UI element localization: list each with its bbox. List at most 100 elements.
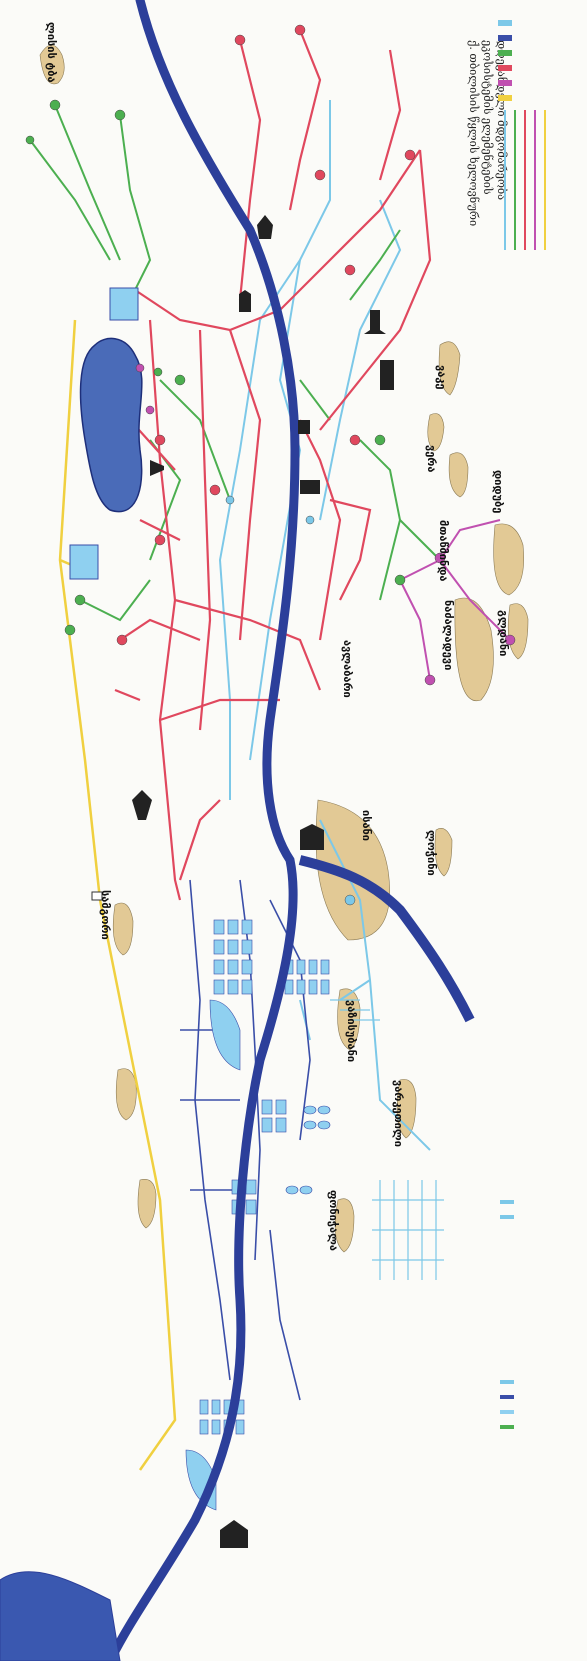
basin xyxy=(321,960,329,974)
node-red xyxy=(315,170,325,180)
reservoir xyxy=(70,545,98,579)
legend-top xyxy=(498,20,545,250)
basin xyxy=(300,1186,312,1194)
place-label-vake: ვაკე xyxy=(435,365,448,390)
legend-swatch xyxy=(500,1425,514,1429)
node-green xyxy=(115,110,125,120)
basin xyxy=(297,960,305,974)
node-red xyxy=(405,150,415,160)
node-red xyxy=(350,435,360,445)
legend-swatch xyxy=(500,1215,514,1219)
node-magenta xyxy=(146,406,154,414)
node-lightblue xyxy=(306,516,314,524)
district-blob xyxy=(455,598,494,701)
landmark-icon xyxy=(132,790,152,820)
landmark-icon xyxy=(257,215,273,239)
node-magenta xyxy=(136,364,144,372)
basin xyxy=(228,980,238,994)
district-blob xyxy=(113,903,133,955)
title-line: ეკოსისტემის ელემენტების xyxy=(481,40,494,195)
legend-swatch xyxy=(498,65,512,71)
basin xyxy=(304,1121,316,1129)
node-green xyxy=(65,625,75,635)
district-blob xyxy=(116,1069,136,1120)
place-label-avlabari: ავლაბარი xyxy=(341,640,354,698)
district-blob xyxy=(494,524,524,595)
place-label-varketili: ვარკეთილი xyxy=(392,1080,405,1147)
basin xyxy=(242,980,252,994)
basin xyxy=(242,920,252,934)
node-red xyxy=(295,25,305,35)
basin xyxy=(318,1121,330,1129)
basin xyxy=(321,980,329,994)
landmark-icon xyxy=(220,1520,248,1548)
basin xyxy=(228,920,238,934)
district-blob xyxy=(138,1179,156,1228)
place-label-mtatsminda: მთაწმინდა xyxy=(437,520,450,582)
basin xyxy=(212,1400,220,1414)
node-red xyxy=(155,535,165,545)
node-red xyxy=(117,635,127,645)
place-label-vera: ვერა xyxy=(425,445,438,472)
basin xyxy=(214,920,224,934)
place-label-samgori: სამგორი xyxy=(99,890,112,940)
place-label-gldani: გლდანი xyxy=(497,610,510,656)
title-line: დღევანდელი მდგომარეობა xyxy=(495,40,508,200)
legend-bottom xyxy=(500,1200,514,1429)
basin xyxy=(276,1100,286,1114)
legend-swatch xyxy=(500,1200,514,1204)
node-red xyxy=(345,265,355,275)
basin xyxy=(286,1186,298,1194)
basin xyxy=(210,1000,240,1070)
place-label-isani: ისანი xyxy=(360,810,373,841)
place-label-lisi: ლისის ტბა xyxy=(45,22,58,83)
node-lightblue xyxy=(226,496,234,504)
place-label-ponichala: ფონიჭალა xyxy=(327,1190,340,1251)
basin xyxy=(200,1400,208,1414)
basin xyxy=(242,940,252,954)
lisi-lake xyxy=(81,338,142,511)
node-magenta xyxy=(425,675,435,685)
node-green xyxy=(154,368,162,376)
basin xyxy=(236,1420,244,1434)
node-green xyxy=(395,575,405,585)
legend-swatch xyxy=(498,50,512,56)
basin xyxy=(214,980,224,994)
node-green xyxy=(50,100,60,110)
basin xyxy=(214,940,224,954)
basin xyxy=(228,940,238,954)
basin xyxy=(214,960,224,974)
place-label-nadzaladevi: ნაძალადევი xyxy=(442,600,455,670)
basin xyxy=(262,1100,272,1114)
landmark-icon xyxy=(300,480,320,494)
title-line: ქ. თბილისის წყლის ხელოვნური xyxy=(467,40,480,226)
landmark-icon xyxy=(239,290,251,312)
node-red xyxy=(155,435,165,445)
node-red xyxy=(235,35,245,45)
place-label-lochini: ლოჭინი xyxy=(425,830,438,876)
legend-swatch xyxy=(500,1380,514,1384)
basin xyxy=(285,980,293,994)
landmark-icon xyxy=(298,420,310,434)
node-green xyxy=(375,435,385,445)
legend-swatch xyxy=(498,20,512,26)
basin xyxy=(228,960,238,974)
district-blob xyxy=(449,453,468,497)
legend-swatch xyxy=(498,95,512,101)
basin xyxy=(212,1420,220,1434)
landmark-icon xyxy=(380,360,394,390)
district-blob xyxy=(508,604,528,659)
basin xyxy=(242,960,252,974)
basin xyxy=(309,960,317,974)
node-green xyxy=(75,595,85,605)
basin xyxy=(318,1106,330,1114)
basin xyxy=(304,1106,316,1114)
node-green xyxy=(175,375,185,385)
basin xyxy=(246,1180,256,1194)
basin xyxy=(309,980,317,994)
basin xyxy=(276,1118,286,1132)
node-red xyxy=(210,485,220,495)
basin xyxy=(297,980,305,994)
